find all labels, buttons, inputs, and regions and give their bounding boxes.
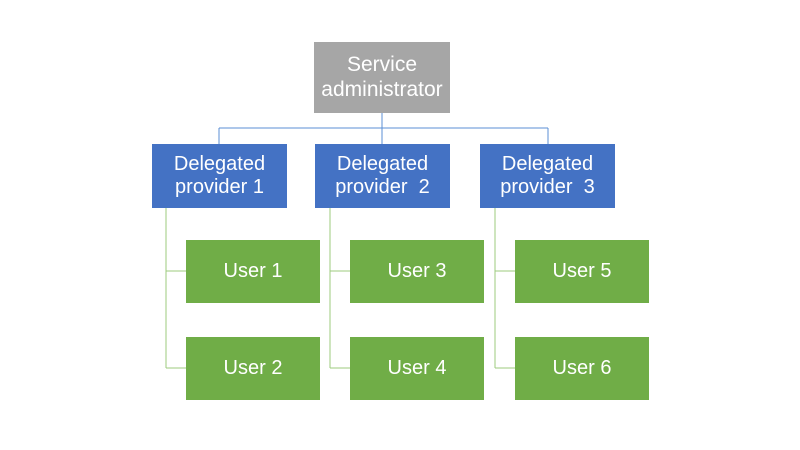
node-user-3[interactable]: User 3 [350, 240, 484, 303]
node-user-2[interactable]: User 2 [186, 337, 320, 400]
node-user-1-label: User 1 [223, 259, 283, 282]
node-delegated-provider-2-label: Delegated provider 2 [335, 152, 430, 198]
node-user-2-label: User 2 [223, 356, 283, 379]
node-service-administrator-label: Service administrator [321, 53, 443, 101]
node-service-administrator[interactable]: Service administrator [314, 42, 450, 113]
node-delegated-provider-3-label: Delegated provider 3 [500, 152, 595, 198]
node-user-1[interactable]: User 1 [186, 240, 320, 303]
node-user-5[interactable]: User 5 [515, 240, 649, 303]
node-user-4-label: User 4 [387, 356, 447, 379]
node-user-5-label: User 5 [552, 259, 612, 282]
node-delegated-provider-2[interactable]: Delegated provider 2 [315, 144, 450, 208]
node-delegated-provider-1[interactable]: Delegated provider 1 [152, 144, 287, 208]
node-user-6[interactable]: User 6 [515, 337, 649, 400]
provider-to-user-connectors [165, 208, 515, 369]
node-user-4[interactable]: User 4 [350, 337, 484, 400]
node-user-3-label: User 3 [387, 259, 447, 282]
node-user-6-label: User 6 [552, 356, 612, 379]
admin-to-provider-connectors [218, 113, 549, 144]
node-delegated-provider-3[interactable]: Delegated provider 3 [480, 144, 615, 208]
node-delegated-provider-1-label: Delegated provider 1 [173, 152, 266, 198]
